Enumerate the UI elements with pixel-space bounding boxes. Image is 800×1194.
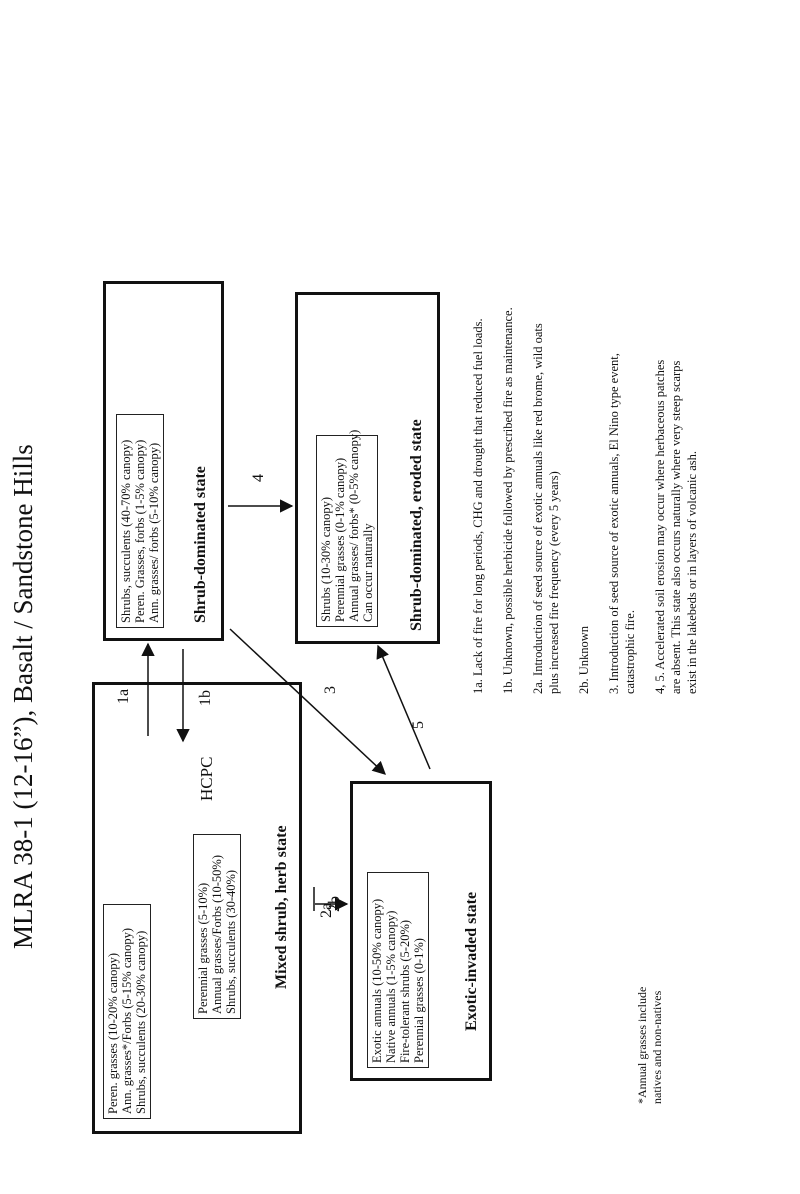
transition-label-4: 4 (250, 474, 267, 482)
note-1b: 1b. Unknown, possible herbicide followed… (501, 307, 515, 694)
footnote: *Annual grasses include natives and non-… (635, 987, 665, 1104)
transition-notes: 1a. Lack of fire for long periods, CHG a… (470, 14, 714, 694)
note-3-line: catastrophic fire. (623, 610, 637, 694)
footnote-line: natives and non-natives (650, 990, 664, 1104)
note-3: 3. Introduction of seed source of exotic… (606, 14, 638, 694)
transition-label-2b: 2b (326, 896, 343, 912)
footnote-line: *Annual grasses include (635, 986, 649, 1104)
note-4-5: 4, 5. Accelerated soil erosion may occur… (652, 14, 700, 694)
note-4-5-line: exist in the lakebeds or in layers of vo… (685, 451, 699, 694)
transition-label-1a: 1a (115, 688, 132, 704)
note-4-5-line: are absent. This state also occurs natur… (669, 360, 683, 694)
transition-label-3: 3 (322, 686, 339, 694)
note-2a-line: 2a. Introduction of seed source of exoti… (531, 323, 545, 694)
note-2a-line: plus increased fire frequency (every 5 y… (547, 471, 561, 694)
transition-label-1b: 1b (197, 690, 214, 706)
transition-label-5: 5 (410, 721, 427, 729)
note-1a: 1a. Lack of fire for long periods, CHG a… (471, 318, 485, 694)
note-2b: 2b. Unknown (577, 625, 591, 694)
note-4-5-line: 4, 5. Accelerated soil erosion may occur… (653, 359, 667, 694)
note-2a: 2a. Introduction of seed source of exoti… (530, 14, 562, 694)
note-3-line: 3. Introduction of seed source of exotic… (607, 353, 621, 694)
arrow-3 (229, 628, 386, 775)
arrow-5 (376, 644, 431, 770)
